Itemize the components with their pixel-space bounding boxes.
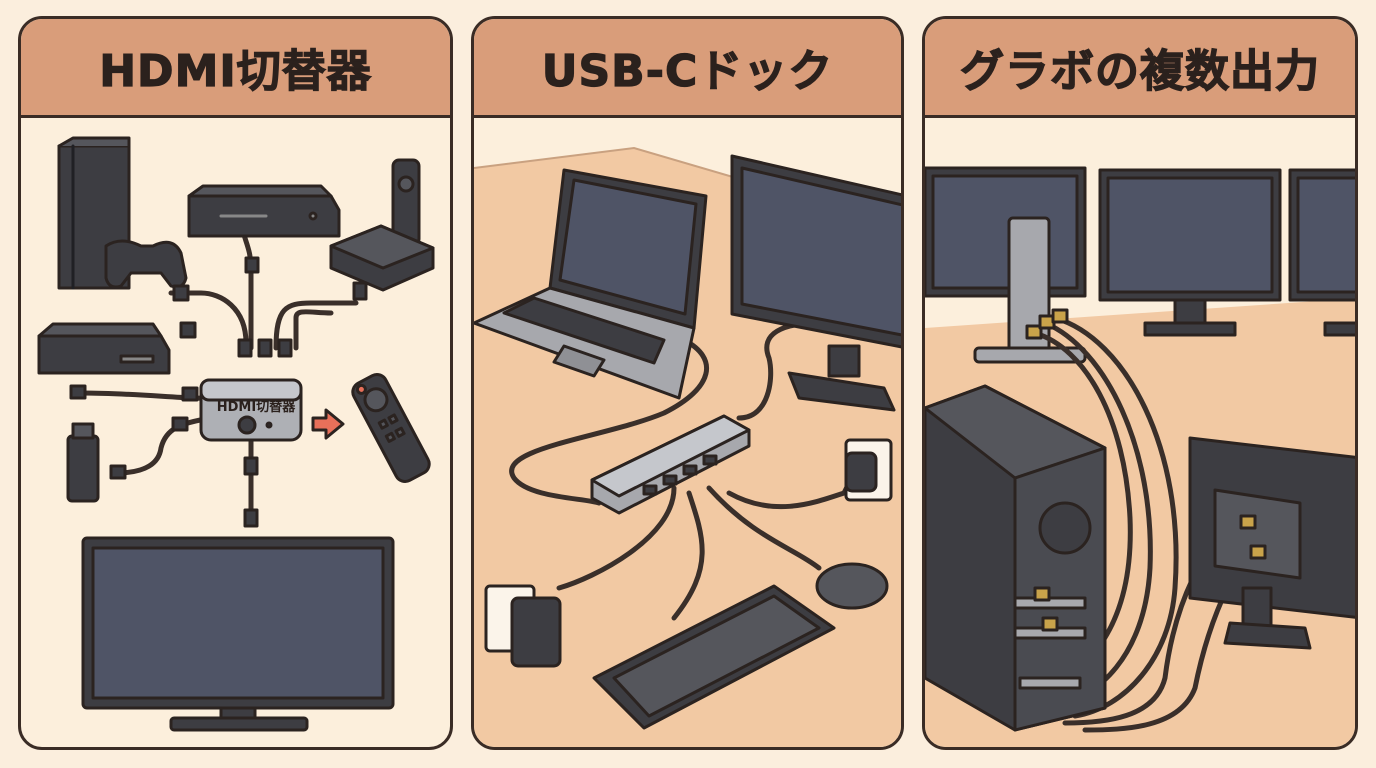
- dock-scene: [474, 146, 901, 747]
- panel-header: HDMI切替器: [21, 19, 450, 118]
- panel-header: USB-Cドック: [474, 19, 901, 118]
- power-adapter-icon: [844, 438, 893, 502]
- television-icon: [81, 536, 395, 732]
- usb-c-dock-device: [590, 414, 751, 515]
- panel-gpu-multi-output: グラボの複数出力: [922, 16, 1358, 750]
- panel-header: グラボの複数出力: [925, 19, 1355, 118]
- gamepad-icon: [104, 239, 188, 289]
- power-adapter-icon: [484, 584, 562, 668]
- monitor-icon: [1188, 436, 1355, 650]
- keyboard-icon: [592, 584, 836, 730]
- monitor-icon: [925, 166, 1087, 298]
- hdmi-switch-device: [199, 378, 303, 442]
- laptop-icon: [474, 168, 708, 400]
- panel-usbc-dock: USB-Cドック: [471, 16, 904, 750]
- hdmi-stick-icon: [66, 422, 100, 503]
- hdmi-switch-illustration: HDMI切替器: [21, 118, 450, 747]
- pc-tower-icon: [925, 384, 1107, 732]
- monitor-icon: [1288, 168, 1355, 337]
- arrow-icon: [311, 408, 345, 440]
- gpu-multi-output-illustration: [925, 118, 1355, 747]
- monitor-icon: [730, 154, 901, 412]
- gpu-scene: [925, 166, 1355, 747]
- monitor-icon: [1098, 168, 1282, 337]
- bluray-player-icon: [187, 184, 341, 238]
- usbc-dock-illustration: [474, 118, 901, 747]
- panel-title: USB-Cドック: [541, 45, 834, 97]
- switch-device-label: HDMI切替器: [216, 400, 296, 415]
- panel-title: グラボの複数出力: [959, 45, 1320, 97]
- switch-remote-icon: [351, 373, 431, 483]
- panel-title: HDMI切替器: [99, 45, 372, 97]
- recorder-icon: [37, 322, 171, 375]
- mouse-icon: [815, 562, 889, 610]
- panel-hdmi-switch: HDMI切替器: [18, 16, 453, 750]
- streaming-box-icon: [329, 224, 435, 292]
- hdmi-scene: [37, 136, 435, 732]
